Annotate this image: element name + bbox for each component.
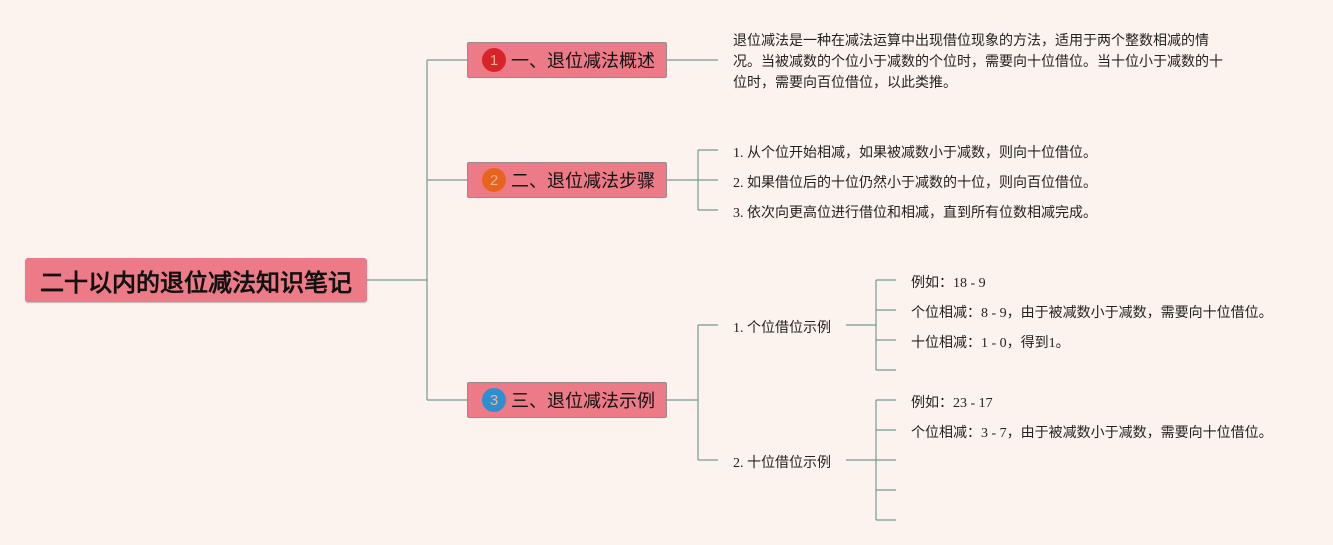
overview-description[interactable]: 退位减法是一种在减法运算中出现借位现象的方法，适用于两个整数相减的情况。当被减数… <box>733 34 1223 91</box>
topic-label: 一、退位减法概述 <box>511 51 655 72</box>
topic-node-examples[interactable]: 3 三、退位减法示例 <box>467 382 667 418</box>
example-detail[interactable]: 例如：18 - 9 <box>911 276 986 291</box>
topic-node-steps[interactable]: 2 二、退位减法步骤 <box>467 162 667 198</box>
step-item[interactable]: 3. 依次向更高位进行借位和相减，直到所有位数相减完成。 <box>733 206 1097 221</box>
badge-number: 1 <box>489 51 499 69</box>
example-label-ones[interactable]: 1. 个位借位示例 <box>733 321 831 336</box>
topic-label: 三、退位减法示例 <box>511 391 655 412</box>
number-badge-icon: 2 <box>482 168 506 192</box>
example-detail[interactable]: 例如：23 - 17 <box>911 396 993 411</box>
topic-label: 二、退位减法步骤 <box>511 171 655 192</box>
example-detail[interactable]: 个位相减：3 - 7，由于被减数小于减数，需要向十位借位。 <box>911 426 1273 441</box>
badge-number: 3 <box>489 391 499 409</box>
root-title: 二十以内的退位减法知识笔记 <box>40 268 352 297</box>
number-badge-icon: 3 <box>482 388 506 412</box>
step-item[interactable]: 1. 从个位开始相减，如果被减数小于减数，则向十位借位。 <box>733 146 1097 161</box>
example-label-tens[interactable]: 2. 十位借位示例 <box>733 456 831 471</box>
number-badge-icon: 1 <box>482 48 506 72</box>
root-node[interactable]: 二十以内的退位减法知识笔记 <box>25 258 367 302</box>
step-item[interactable]: 2. 如果借位后的十位仍然小于减数的十位，则向百位借位。 <box>733 176 1097 191</box>
example-detail[interactable]: 个位相减：8 - 9，由于被减数小于减数，需要向十位借位。 <box>911 306 1273 321</box>
topic-node-overview[interactable]: 1 一、退位减法概述 <box>467 42 667 78</box>
example-detail[interactable]: 十位相减：1 - 0，得到1。 <box>911 336 1070 351</box>
badge-number: 2 <box>489 171 499 189</box>
